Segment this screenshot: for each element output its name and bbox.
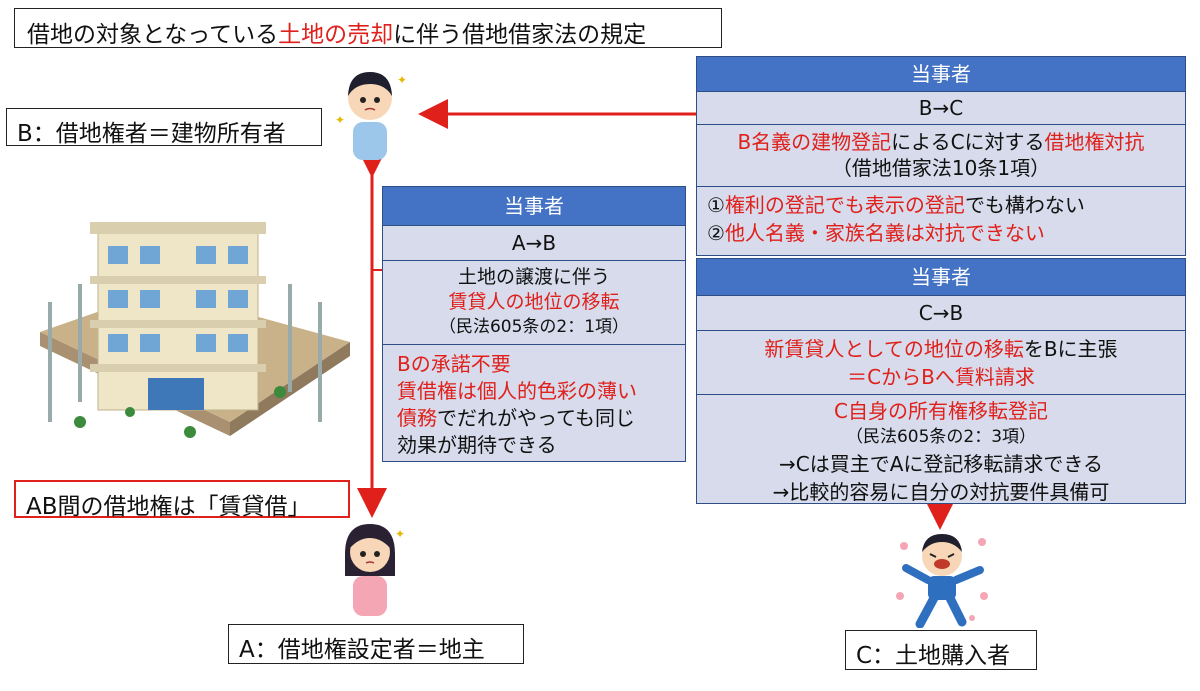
card-header: 当事者	[697, 57, 1185, 92]
text-line-citation: （民法605条の2：1項）	[438, 317, 630, 337]
text-span: をBに主張	[1023, 337, 1118, 361]
text-line: 土地の譲渡に伴う	[457, 266, 610, 288]
text-span-emphasis: 債務	[397, 406, 437, 430]
text-line-emphasis: C自身の所有権移転登記	[834, 399, 1048, 423]
label-b-borrower: B：借地権者＝建物所有者	[6, 108, 322, 147]
card-section-consent: Bの承諾不要 賃借権は個人的色彩の薄い 債務でだれがやっても同じ 効果が期待でき…	[383, 345, 685, 459]
svg-text:✦: ✦	[395, 527, 405, 541]
title-emphasis: 土地の売却	[278, 22, 394, 48]
page-title: 借地の対象となっている土地の売却に伴う借地借家法の規定	[14, 8, 722, 48]
text-line: →Cは買主でAに登記移転請求できる	[778, 452, 1103, 476]
label-a-landowner: A：借地権設定者＝地主	[228, 624, 524, 664]
text-span-emphasis: 権利の登記でも表示の登記	[724, 193, 965, 217]
card-parties: B→C	[697, 92, 1185, 125]
card-header: 当事者	[383, 187, 685, 226]
text-span: によるCに対する	[891, 130, 1045, 154]
building-icon	[40, 222, 350, 438]
text-span: でだれがやっても同じ	[437, 406, 635, 430]
text-span-emphasis: 借地権対抗	[1044, 130, 1145, 154]
label-c-buyer: C：土地購入者	[845, 630, 1037, 670]
text-line-emphasis: 賃貸人の地位の移転	[448, 291, 620, 313]
svg-text:✦: ✦	[397, 73, 405, 87]
card-section-opposability: B名義の建物登記によるCに対する借地権対抗 （借地借家法10条1項）	[697, 125, 1185, 187]
text-span-emphasis: B名義の建物登記	[737, 130, 892, 154]
text-line-emphasis: ＝CからBへ賃料請求	[847, 365, 1035, 389]
card-header: 当事者	[697, 259, 1185, 296]
card-b-to-c: 当事者 B→C B名義の建物登記によるCに対する借地権対抗 （借地借家法10条1…	[696, 56, 1186, 256]
svg-text:✦: ✦	[335, 113, 345, 127]
title-part-1: 借地の対象となっている	[27, 22, 279, 48]
card-c-to-b: 当事者 C→B 新賃貸人としての地位の移転をBに主張 ＝CからBへ賃料請求 C自…	[696, 258, 1186, 504]
text-span-emphasis: 他人名義・家族名義は対抗できない	[724, 221, 1045, 245]
text-span: ②	[707, 221, 725, 245]
text-span: でも構わない	[964, 193, 1085, 217]
title-part-2: に伴う借地借家法の規定	[393, 22, 647, 48]
text-line: →比較的容易に自分の対抗要件具備可	[772, 480, 1110, 504]
card-section-ownership-registration: C自身の所有権移転登記 （民法605条の2：3項） →Cは買主でAに登記移転請求…	[697, 395, 1185, 506]
card-section-transfer: 土地の譲渡に伴う 賃貸人の地位の移転 （民法605条の2：1項）	[383, 261, 685, 345]
text-line-emphasis: Bの承諾不要	[397, 352, 511, 376]
card-a-to-b: 当事者 A→B 土地の譲渡に伴う 賃貸人の地位の移転 （民法605条の2：1項）…	[382, 186, 686, 462]
card-parties: C→B	[697, 296, 1185, 331]
text-span: ①	[707, 193, 725, 217]
card-parties: A→B	[383, 226, 685, 261]
person-c-icon	[896, 534, 988, 628]
person-b-icon: ✦ ✦	[335, 72, 405, 160]
card-section-rent-claim: 新賃貸人としての地位の移転をBに主張 ＝CからBへ賃料請求	[697, 331, 1185, 395]
text-line-emphasis: 賃借権は個人的色彩の薄い	[397, 379, 637, 403]
text-span-emphasis: 新賃貸人としての地位の移転	[764, 337, 1024, 361]
person-a-icon: ✦	[345, 524, 405, 616]
text-line-citation: （民法605条の2：3項）	[845, 427, 1037, 447]
card-section-registration-notes: ①権利の登記でも表示の登記でも構わない ②他人名義・家族名義は対抗できない	[697, 187, 1185, 247]
text-line-citation: （借地借家法10条1項）	[831, 156, 1051, 180]
label-ab-lease: AB間の借地権は「賃貸借」	[14, 480, 350, 520]
text-line: 効果が期待できる	[397, 433, 557, 457]
